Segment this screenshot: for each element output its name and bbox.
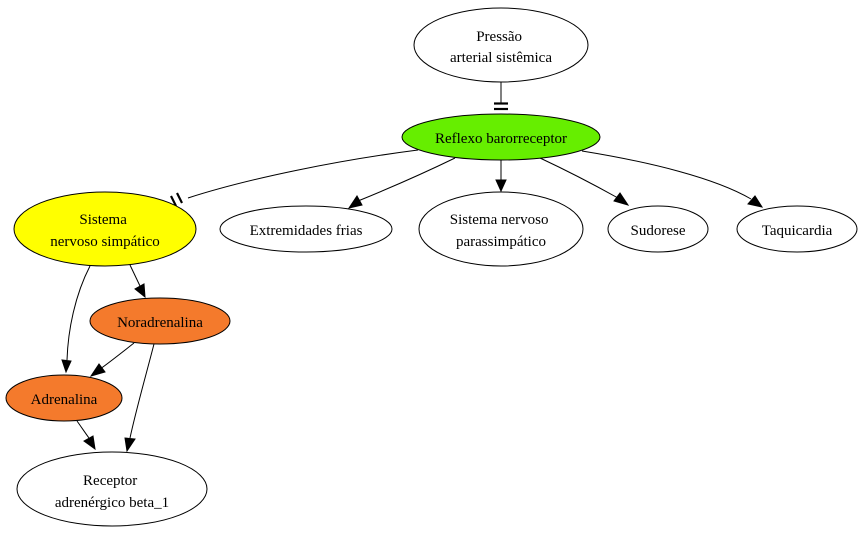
node-pressao-arterial-shape — [413, 7, 589, 83]
node-sudorese-shape — [607, 205, 709, 253]
edges — [61, 82, 764, 453]
edge-reflexo-to-taquicardia — [581, 150, 764, 208]
node-reflexo-barorreceptor[interactable]: Reflexo barorreceptor — [401, 113, 601, 161]
edge-simpatico-to-noradrenalina — [129, 264, 146, 299]
node-sudorese-line-1: Sudorese — [631, 223, 686, 239]
node-reflexo-shape — [401, 113, 601, 161]
node-reflexo-line-1: Reflexo barorreceptor — [435, 131, 567, 147]
node-adrenalina-line-1: Adrenalina — [31, 392, 98, 408]
edge-reflexo-to-simpatico — [170, 149, 419, 207]
edge-noradrenalina-to-receptor — [124, 343, 155, 453]
node-pressao-line-1: Pressão — [476, 29, 522, 45]
svg-text:Pressão arterial sistê: Pressão arterial sistêmica — [450, 29, 552, 66]
svg-text:Receptor adrenérgico b: Receptor adrenérgico beta_1 — [55, 473, 169, 511]
node-receptor-shape — [16, 451, 208, 527]
edge-reflexo-to-extremidades — [347, 157, 456, 209]
svg-text:Adrenalina: Adrenalina — [31, 392, 98, 408]
node-noradrenalina-line-1: Noradrenalina — [117, 315, 203, 331]
node-simpatico-shape — [13, 191, 197, 267]
node-sistema-nervoso-simpatico[interactable]: Sistema nervoso simpático — [13, 191, 197, 267]
node-simpatico-line-2: nervoso simpático — [50, 234, 160, 250]
edge-noradrenalina-to-adrenalina — [89, 342, 135, 377]
node-pressao-line-2: arterial sistêmica — [450, 50, 552, 66]
edge-reflexo-to-sudorese — [539, 157, 630, 206]
node-taquicardia-shape — [736, 205, 858, 253]
svg-text:Sistema nervoso parass: Sistema nervoso parassimpático — [450, 212, 553, 250]
edge-reflexo-to-parassimpatico — [495, 160, 507, 193]
node-adrenalina-shape — [5, 374, 123, 422]
node-parassimpatico-line-1: Sistema nervoso — [450, 212, 549, 228]
node-parassimpatico-line-2: parassimpático — [456, 234, 546, 250]
node-pressao-arterial[interactable]: Pressão arterial sistêmica — [413, 7, 589, 83]
edge-pressao-to-reflexo — [494, 82, 508, 111]
node-adrenalina[interactable]: Adrenalina — [5, 374, 123, 422]
svg-text:Sistema nervoso simpát: Sistema nervoso simpático — [50, 212, 160, 250]
node-simpatico-line-1: Sistema — [79, 212, 127, 228]
node-sistema-nervoso-parassimpatico[interactable]: Sistema nervoso parassimpático — [418, 191, 584, 267]
svg-text:Taquicardia: Taquicardia — [762, 223, 833, 239]
svg-text:Extremidades frias: Extremidades frias — [250, 223, 363, 239]
edge-adrenalina-to-receptor — [76, 420, 96, 451]
node-receptor-line-2: adrenérgico beta_1 — [55, 495, 169, 511]
node-parassimpatico-shape — [418, 191, 584, 267]
nodes: Pressão arterial sistêmica Reflexo baror… — [5, 7, 858, 527]
node-noradrenalina[interactable]: Noradrenalina — [89, 297, 231, 345]
svg-text:Sudorese: Sudorese — [631, 223, 686, 239]
node-extremidades-shape — [219, 205, 393, 253]
node-taquicardia-line-1: Taquicardia — [762, 223, 833, 239]
svg-text:Noradrenalina: Noradrenalina — [117, 315, 203, 331]
node-receptor-line-1: Receptor — [83, 473, 137, 489]
edge-simpatico-to-adrenalina — [61, 265, 91, 374]
node-noradrenalina-shape — [89, 297, 231, 345]
svg-text:Reflexo barorreceptor: Reflexo barorreceptor — [435, 131, 567, 147]
node-taquicardia[interactable]: Taquicardia — [736, 205, 858, 253]
node-sudorese[interactable]: Sudorese — [607, 205, 709, 253]
node-extremidades-line-1: Extremidades frias — [250, 223, 363, 239]
node-extremidades-frias[interactable]: Extremidades frias — [219, 205, 393, 253]
node-receptor-beta1[interactable]: Receptor adrenérgico beta_1 — [16, 451, 208, 527]
